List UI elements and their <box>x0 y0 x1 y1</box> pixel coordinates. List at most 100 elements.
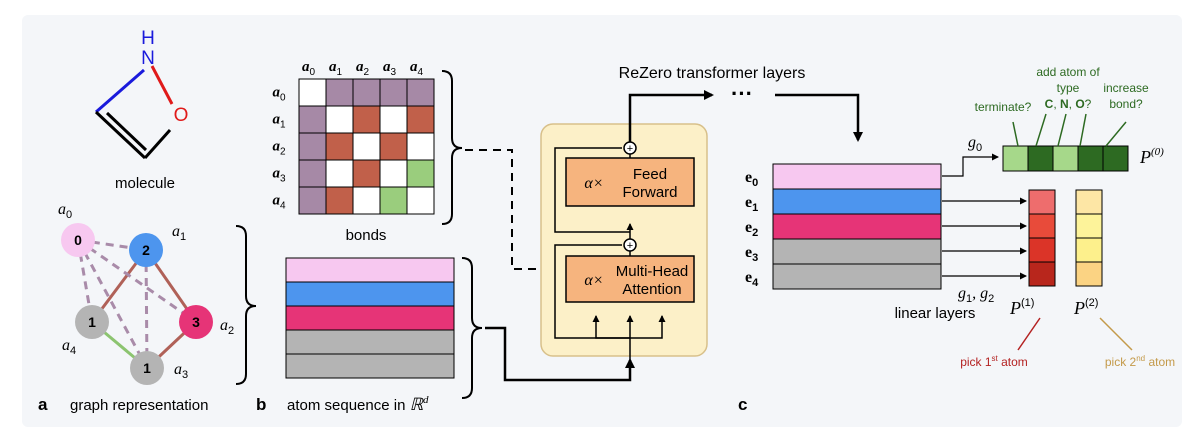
embedding-stack <box>772 163 942 290</box>
bond-matrix-cell <box>298 78 327 107</box>
g0-label: g0 <box>968 134 982 154</box>
atom-sequence-brace <box>461 257 483 399</box>
p2-vector-cell <box>1075 237 1103 263</box>
bond-matrix-brace <box>441 70 463 225</box>
residual-add-bottom <box>623 238 637 252</box>
p0-annotation-leaders <box>1012 113 1127 147</box>
graph-brace <box>235 225 257 385</box>
p0-vector-cell <box>1077 145 1104 172</box>
feed-forward-label-line1: Feed <box>633 166 667 183</box>
panel-a-letter: a <box>38 395 48 414</box>
panel-b-letter: b <box>256 395 266 414</box>
add-atom-label-line1: add atom of <box>1036 65 1100 79</box>
bond-matrix-cell <box>352 132 381 161</box>
bond-matrix-cell <box>406 78 435 107</box>
pick-second-atom-label: pick 2nd atom <box>1105 354 1175 369</box>
bond-matrix-cell <box>379 78 408 107</box>
p1-label: P(1) <box>1009 297 1034 318</box>
g1-g2-label: g1, g2 <box>958 285 994 305</box>
p1-output-vector <box>1028 189 1056 287</box>
bond-matrix-cell <box>298 105 327 134</box>
bond-matrix-cell <box>406 132 435 161</box>
p0-output-vector <box>1002 145 1129 172</box>
embedding-label: e3 <box>745 244 758 264</box>
atom-sequence-row <box>285 257 455 283</box>
bond-matrix-cell <box>406 105 435 134</box>
graph-node <box>75 305 109 339</box>
bond-matrix-cell <box>352 186 381 215</box>
panel-c-letter: c <box>738 395 747 414</box>
add-atom-label-line2: type <box>1057 81 1080 95</box>
transformer-output-arrow <box>628 90 714 142</box>
bond-matrix-row-header: a4 <box>272 193 286 212</box>
residual-add-bottom-symbol: + <box>627 240 633 252</box>
bond-matrix-cell <box>352 159 381 188</box>
pick-first-leader <box>1017 317 1041 351</box>
atom-o-label: O <box>174 105 189 126</box>
embedding-row <box>772 163 942 190</box>
bond-matrix-row-header: a0 <box>272 85 286 104</box>
bond-matrix-cell <box>298 186 327 215</box>
graph-node <box>61 223 95 257</box>
attention-label-line1: Multi-Head <box>616 263 689 280</box>
bond-matrix-col-header: a4 <box>410 59 424 78</box>
pick-first-atom-label: pick 1st atom <box>960 354 1028 369</box>
bond-matrix-cell <box>352 78 381 107</box>
linear-layer-arrows <box>942 153 1027 280</box>
feed-forward-label-line2: Forward <box>622 184 677 201</box>
p2-label: P(2) <box>1073 297 1098 318</box>
p2-output-vector <box>1075 189 1103 287</box>
feed-forward-block <box>565 157 695 207</box>
bond-matrix-cell <box>352 105 381 134</box>
molecule-label: molecule <box>115 175 175 192</box>
p2-vector-cell <box>1075 261 1103 287</box>
graph-node-atom-label: a0 <box>58 201 72 221</box>
bond-matrix-row-header: a1 <box>272 112 286 131</box>
p1-vector-cell <box>1028 189 1056 215</box>
bond-matrix-cell <box>325 186 354 215</box>
embedding-row <box>772 188 942 215</box>
p2-vector-cell <box>1075 189 1103 215</box>
embedding-row <box>772 213 942 240</box>
increase-bond-label-line1: increase <box>1103 81 1149 95</box>
bond-matrix-cell <box>379 159 408 188</box>
bond-matrix-col-header: a2 <box>356 59 370 78</box>
residual-add-top-symbol: + <box>627 143 633 155</box>
p1-vector-cell <box>1028 213 1056 239</box>
panel-a-caption: graph representation <box>70 397 208 414</box>
bond-matrix-cell <box>325 78 354 107</box>
graph-node-label: 0 <box>74 232 82 248</box>
embedding-label: e1 <box>745 194 758 214</box>
add-atom-types: C, N, O? <box>1045 97 1092 111</box>
embedding-label: e2 <box>745 219 758 239</box>
attention-label-line2: Attention <box>622 281 681 298</box>
p0-label: P(0) <box>1139 146 1164 167</box>
graph-node-label: 3 <box>192 314 200 330</box>
p1-vector-cell <box>1028 237 1056 263</box>
increase-bond-label-line2: bond? <box>1109 97 1143 111</box>
bond-matrix <box>298 78 435 215</box>
bond-matrix-col-header: a0 <box>302 59 316 78</box>
p0-vector-cell <box>1027 145 1054 172</box>
bond-matrix-cell <box>379 186 408 215</box>
atom-sequence-row <box>285 281 455 307</box>
p0-vector-cell <box>1052 145 1079 172</box>
transformer-ellipsis: ··· <box>731 81 753 106</box>
bond-matrix-cell <box>406 186 435 215</box>
graph-node-label: 1 <box>88 314 96 330</box>
bond-matrix-cell <box>325 159 354 188</box>
transformer-internal-lines <box>554 147 666 360</box>
pick-second-leader <box>1099 317 1133 351</box>
attention-alpha: α× <box>584 272 603 289</box>
bond-matrix-cell <box>379 105 408 134</box>
graph-node-atom-label: a3 <box>174 361 188 381</box>
terminate-label: terminate? <box>975 100 1032 114</box>
bond-matrix-col-header: a3 <box>383 59 397 78</box>
atom-sequence-row <box>285 353 455 379</box>
graph-node-atom-label: a1 <box>172 223 186 243</box>
bonds-label: bonds <box>346 227 387 244</box>
